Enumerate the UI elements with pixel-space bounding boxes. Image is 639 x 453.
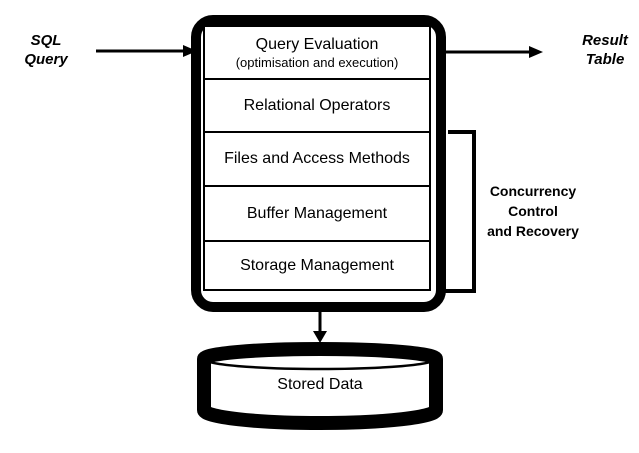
layer-relational-operators: Relational Operators	[205, 78, 429, 131]
sql-query-line2: Query	[24, 51, 68, 68]
result-table-label: Result Table	[563, 31, 639, 69]
output-arrow-icon	[446, 46, 543, 58]
concurrency-line2: Control	[508, 203, 558, 219]
sql-query-line1: SQL	[30, 32, 62, 49]
down-arrow-icon	[313, 312, 327, 343]
sql-query-label: SQL Query	[3, 31, 89, 69]
layer-title: Query Evaluation	[255, 35, 379, 53]
concurrency-line3: and Recovery	[487, 223, 579, 239]
layer-stack: Query Evaluation (optimisation and execu…	[203, 25, 431, 291]
result-table-line2: Table	[585, 51, 625, 68]
concurrency-line1: Concurrency	[489, 183, 577, 199]
layer-title: Storage Management	[240, 256, 394, 274]
layer-title: Relational Operators	[243, 96, 391, 114]
layer-storage-management: Storage Management	[205, 240, 429, 289]
layer-buffer-management: Buffer Management	[205, 185, 429, 240]
concurrency-control-label: Concurrency Control and Recovery	[477, 181, 589, 241]
layer-files-access-methods: Files and Access Methods	[205, 131, 429, 185]
bracket-icon	[444, 130, 476, 293]
layer-title: Files and Access Methods	[224, 150, 410, 167]
dbms-container: Query Evaluation (optimisation and execu…	[191, 15, 446, 312]
stored-data-label: Stored Data	[277, 376, 363, 393]
layer-subtitle: (optimisation and execution)	[235, 54, 399, 70]
input-arrow-icon	[96, 45, 197, 57]
layer-query-evaluation: Query Evaluation (optimisation and execu…	[205, 27, 429, 78]
layer-title: Buffer Management	[246, 204, 388, 222]
result-table-line1: Result	[582, 32, 628, 49]
